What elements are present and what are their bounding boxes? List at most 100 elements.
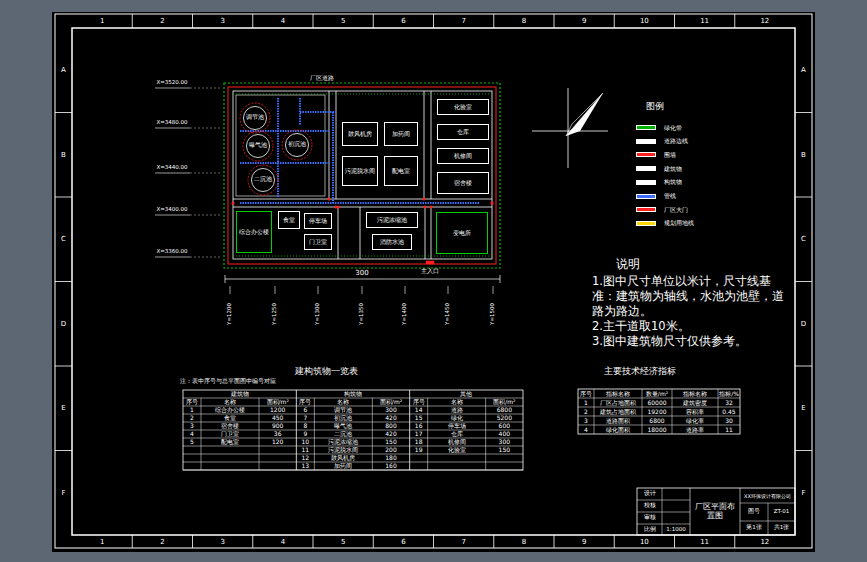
zone-letter: E	[801, 405, 805, 412]
table-cell: 30	[725, 418, 733, 424]
building-box: 食堂	[278, 211, 300, 229]
junction-dot	[336, 205, 339, 208]
zone-tick	[55, 450, 72, 451]
building-name: 仓库	[457, 129, 469, 135]
zone-number: 11	[700, 18, 709, 25]
table-cell: 1	[190, 407, 194, 413]
table-cell: 120	[272, 439, 283, 445]
table-cell: 加药间	[334, 463, 352, 469]
zone-tick	[795, 366, 812, 367]
zone-letter: C	[801, 236, 806, 243]
zone-number: 5	[341, 538, 345, 545]
coordinate-label: Y=1300	[315, 303, 321, 325]
table-cell: 0.45	[722, 409, 735, 415]
tank-circle: 调节池	[243, 106, 267, 130]
tank-circle: 初沉池	[285, 133, 309, 157]
table-cell: 200	[385, 447, 396, 453]
coordinate-tick	[275, 286, 276, 294]
gate-label: 主入口	[421, 268, 439, 274]
dimension-line	[225, 279, 500, 280]
pipeline	[332, 112, 334, 203]
building-box: 宿舍楼	[437, 172, 489, 194]
coordinate-tick	[405, 286, 406, 294]
road-edge	[360, 207, 361, 259]
table-cell: 8	[303, 423, 307, 429]
table-cell: 3	[584, 418, 588, 424]
table-cell: 16	[415, 423, 423, 429]
coordinate-leader	[190, 215, 222, 216]
zone-letter: B	[801, 151, 806, 158]
zone-letter: D	[801, 320, 806, 327]
table-rule	[740, 521, 795, 522]
road-edge	[431, 91, 432, 199]
building-name: 化验室	[454, 104, 472, 110]
table-cell: 400	[499, 431, 510, 437]
zone-tick	[373, 14, 374, 28]
coordinate-tick	[493, 286, 494, 294]
legend-row: 厂区大门	[636, 206, 688, 213]
zone-number: 6	[401, 538, 405, 545]
zone-tick	[55, 112, 72, 113]
table-cell: 17	[415, 431, 423, 437]
table-rule	[637, 500, 690, 501]
table-column-header: 面积/m²	[380, 399, 402, 405]
zone-number: 9	[582, 18, 586, 25]
note-text: 1.图中尺寸单位以米计，尺寸线基准：建筑物为轴线，水池为池壁，道路为路边。	[592, 274, 792, 319]
road-edge	[431, 207, 432, 259]
table-rule	[485, 398, 486, 470]
table-border	[578, 389, 740, 434]
table-rule	[642, 389, 643, 434]
coordinate-leader	[155, 88, 190, 89]
junction-dot	[423, 205, 426, 208]
gate-marker	[426, 261, 434, 264]
zone-letter: C	[61, 236, 66, 243]
table-cell: 污泥脱水间	[328, 447, 358, 453]
zone-number: 7	[461, 18, 465, 25]
legend-text: 围墙	[664, 152, 676, 158]
building-box: 机修间	[437, 148, 489, 164]
table-cell: 二沉池	[334, 431, 352, 437]
table-cell: 9	[303, 431, 307, 437]
table-cell: 调节池	[334, 407, 352, 413]
table-cell: 420	[385, 431, 396, 437]
coordinate-leader	[155, 257, 190, 258]
table-cell: 6800	[497, 407, 512, 413]
zone-number: 12	[760, 18, 769, 25]
zone-tick	[795, 112, 812, 113]
table-cell: 19200	[647, 409, 666, 415]
table-cell: 厂区占地面积	[600, 400, 636, 406]
zone-letter: A	[61, 67, 66, 74]
tank-guard-circle	[243, 131, 273, 161]
building-box: 仓库	[437, 124, 489, 140]
junction-dot	[422, 197, 425, 200]
zone-number: 3	[220, 18, 224, 25]
table-group-header: 建筑物	[231, 391, 249, 397]
zone-number: 6	[401, 18, 405, 25]
title-block-field: 设计	[644, 491, 656, 497]
table-cell: 14	[415, 407, 423, 413]
green-belt-line	[233, 94, 492, 95]
table-cell: 19	[415, 447, 423, 453]
drawing-number: ZT-01	[774, 509, 790, 515]
table-cell: 道路率	[686, 427, 704, 433]
dimension-tick	[500, 275, 501, 283]
table-rule	[718, 389, 719, 434]
legend-swatch	[636, 221, 656, 226]
table-cell: 13	[302, 463, 310, 469]
zone-number: 7	[461, 538, 465, 545]
table-column-header: 面积/m²	[267, 399, 289, 405]
coordinate-label: X=3400.00	[156, 207, 187, 213]
zone-tick	[614, 535, 615, 548]
legend-row: 规划用地线	[636, 220, 694, 227]
table-rule	[372, 398, 373, 470]
tank-guard-circle	[282, 130, 312, 160]
pipeline	[240, 162, 329, 164]
table-rule	[427, 398, 428, 470]
zone-tick	[795, 281, 812, 282]
table-cell: 6800	[649, 418, 664, 424]
table-rule	[578, 398, 740, 399]
coordinate-label: Y=1400	[402, 303, 408, 325]
table-rule	[183, 462, 523, 463]
zone-number: 4	[281, 538, 285, 545]
north-arrow	[566, 93, 603, 136]
